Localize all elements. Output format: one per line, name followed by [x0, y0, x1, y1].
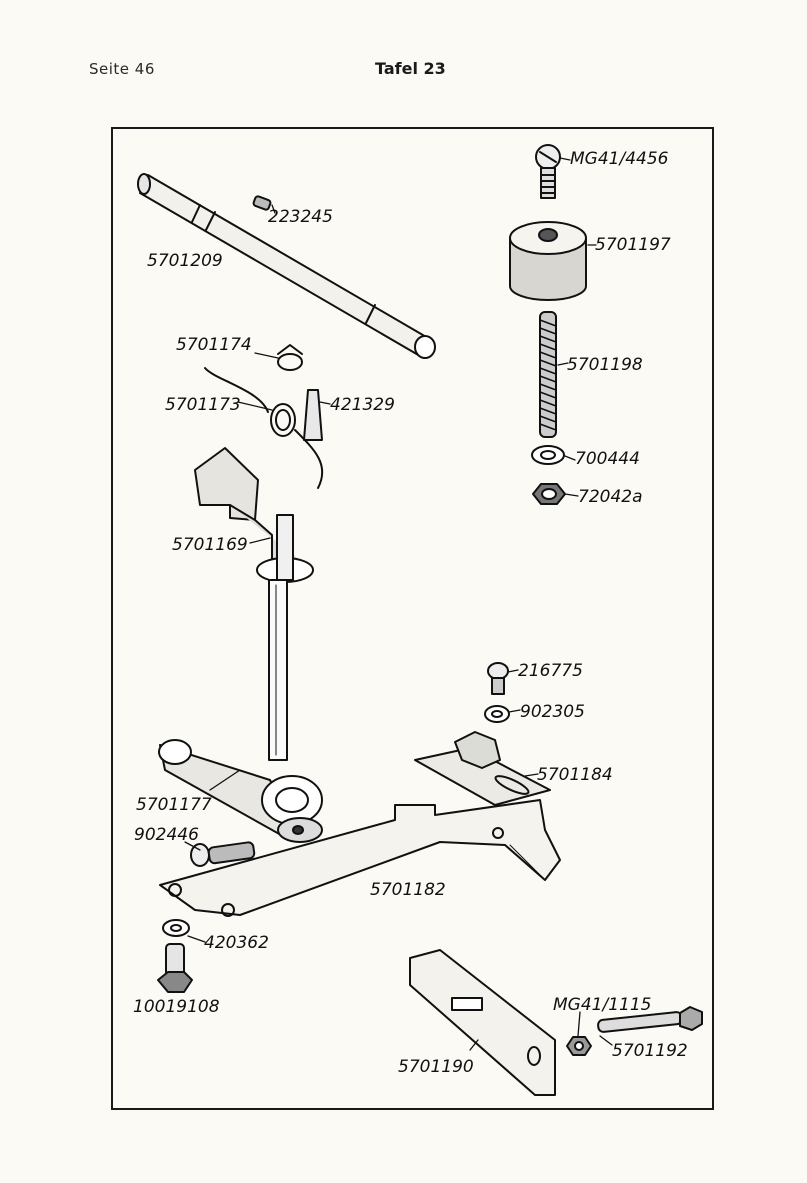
label-10019108: 10019108 — [133, 997, 220, 1017]
threaded-rod-part — [540, 312, 556, 437]
clamp-plate-part — [415, 732, 550, 805]
retaining-clip-part — [278, 345, 302, 370]
label-5701190: 5701190 — [398, 1057, 474, 1077]
label-420362: 420362 — [204, 933, 269, 953]
label-5701192: 5701192 — [612, 1041, 688, 1061]
nut-small-part — [567, 1037, 591, 1055]
label-MG41-4456: MG41/4456 — [570, 149, 669, 169]
label-5701198: 5701198 — [567, 355, 643, 375]
label-902446: 902446 — [134, 825, 199, 845]
label-216775: 216775 — [518, 661, 583, 681]
label-700444: 700444 — [575, 449, 640, 469]
label-MG41-1115: MG41/1115 — [553, 995, 651, 1015]
label-5701174: 5701174 — [176, 335, 252, 355]
small-washer-part — [485, 706, 509, 722]
washer-part — [532, 446, 564, 464]
taper-pin-part — [304, 390, 322, 440]
label-5701177: 5701177 — [136, 795, 212, 815]
label-223245: 223245 — [268, 207, 333, 227]
hex-nut-part — [533, 484, 565, 504]
felt-pad-part — [510, 222, 586, 300]
part-labels: MG41/4456 5701197 5701198 700444 72042a … — [133, 149, 688, 1077]
spring-washer-part — [163, 920, 189, 936]
screw-top-part — [536, 145, 560, 198]
label-72042a: 72042a — [578, 487, 643, 507]
label-5701197: 5701197 — [595, 235, 671, 255]
shoulder-bolt-part — [158, 944, 192, 992]
label-5701169: 5701169 — [172, 535, 248, 555]
label-5701184: 5701184 — [537, 765, 613, 785]
small-screw-part — [488, 663, 508, 694]
label-5701209: 5701209 — [147, 251, 223, 271]
label-902305: 902305 — [520, 702, 585, 722]
lever-with-rod-part — [195, 448, 313, 760]
label-421329: 421329 — [330, 395, 395, 415]
label-5701182: 5701182 — [370, 880, 446, 900]
label-5701173: 5701173 — [165, 395, 241, 415]
